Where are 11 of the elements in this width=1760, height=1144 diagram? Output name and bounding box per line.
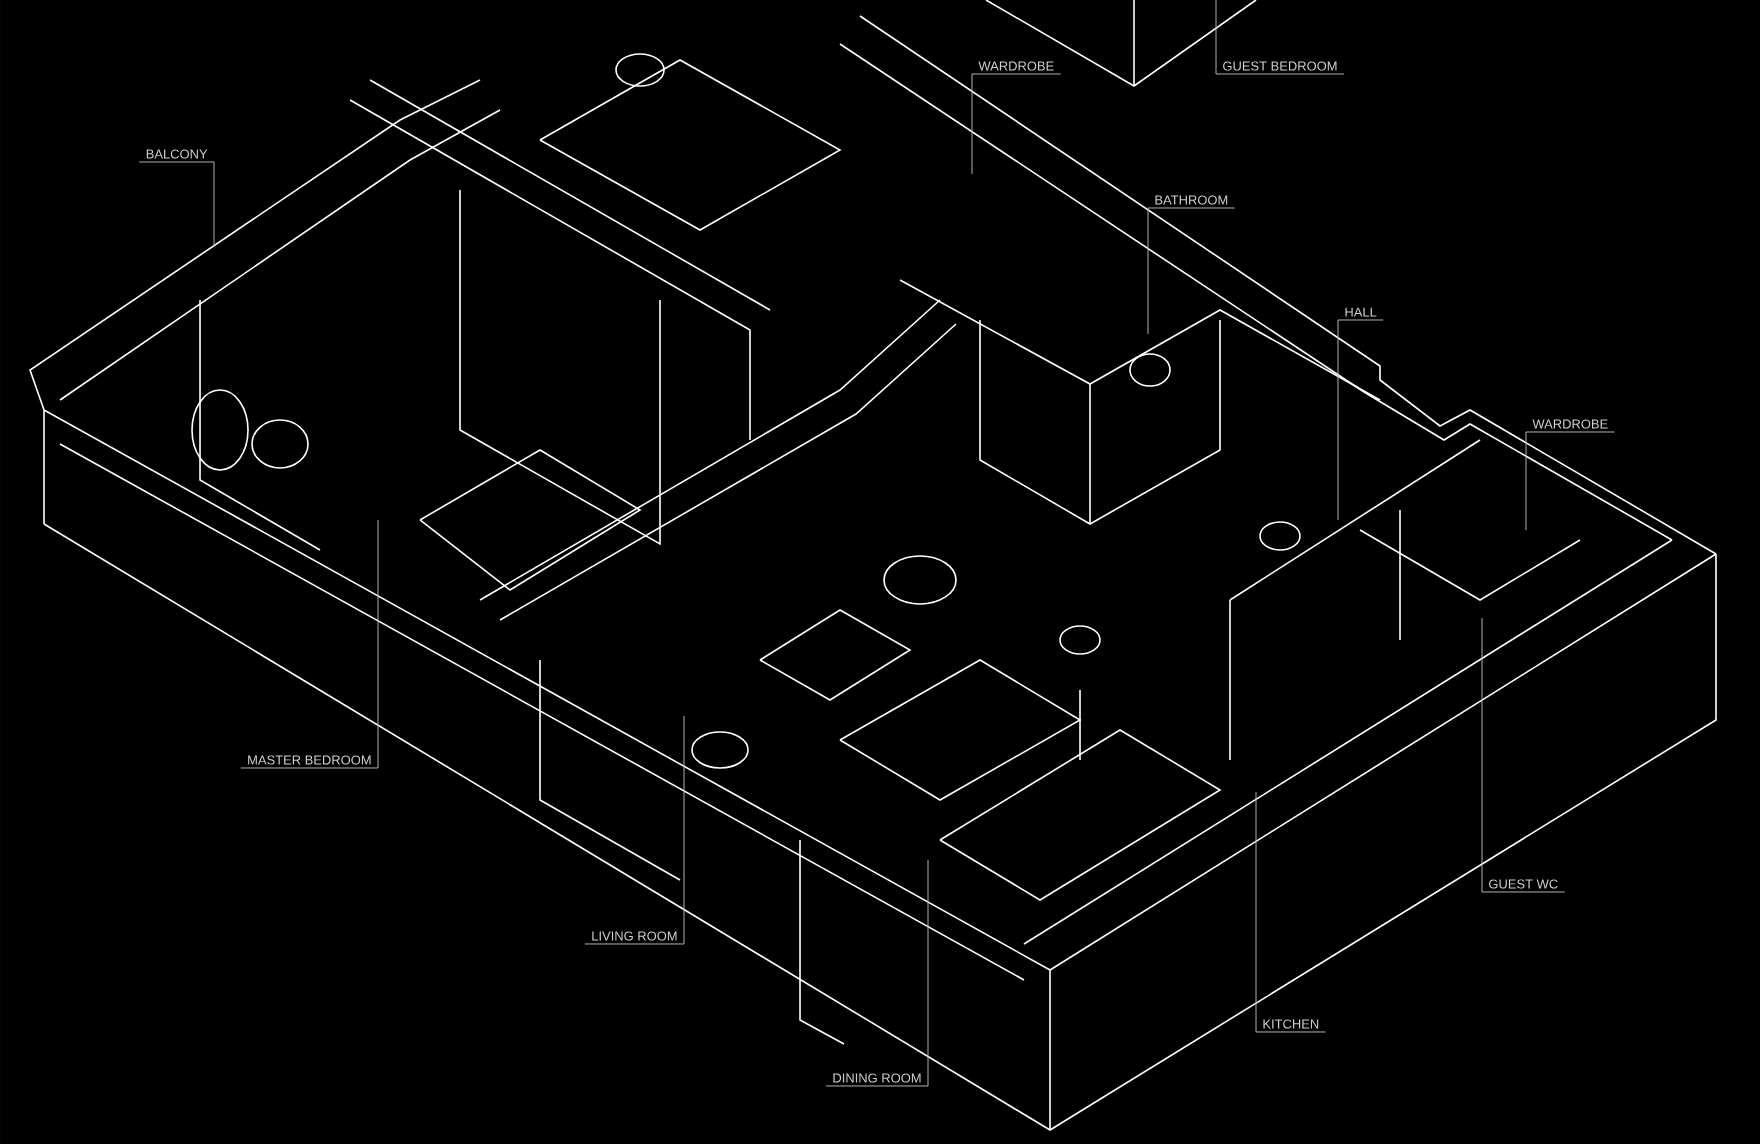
leader-line: [377, 519, 379, 769]
leader-line: [1255, 791, 1257, 1033]
leader-line: [1147, 207, 1149, 335]
leader-line: [1215, 0, 1217, 75]
leader-line: [1337, 319, 1339, 521]
leader-line: [1525, 431, 1527, 531]
leader-line: [683, 715, 685, 945]
leader-line: [927, 859, 929, 1087]
leader-line: [213, 161, 215, 247]
leader-line: [1481, 617, 1483, 893]
leader-line: [971, 73, 973, 175]
